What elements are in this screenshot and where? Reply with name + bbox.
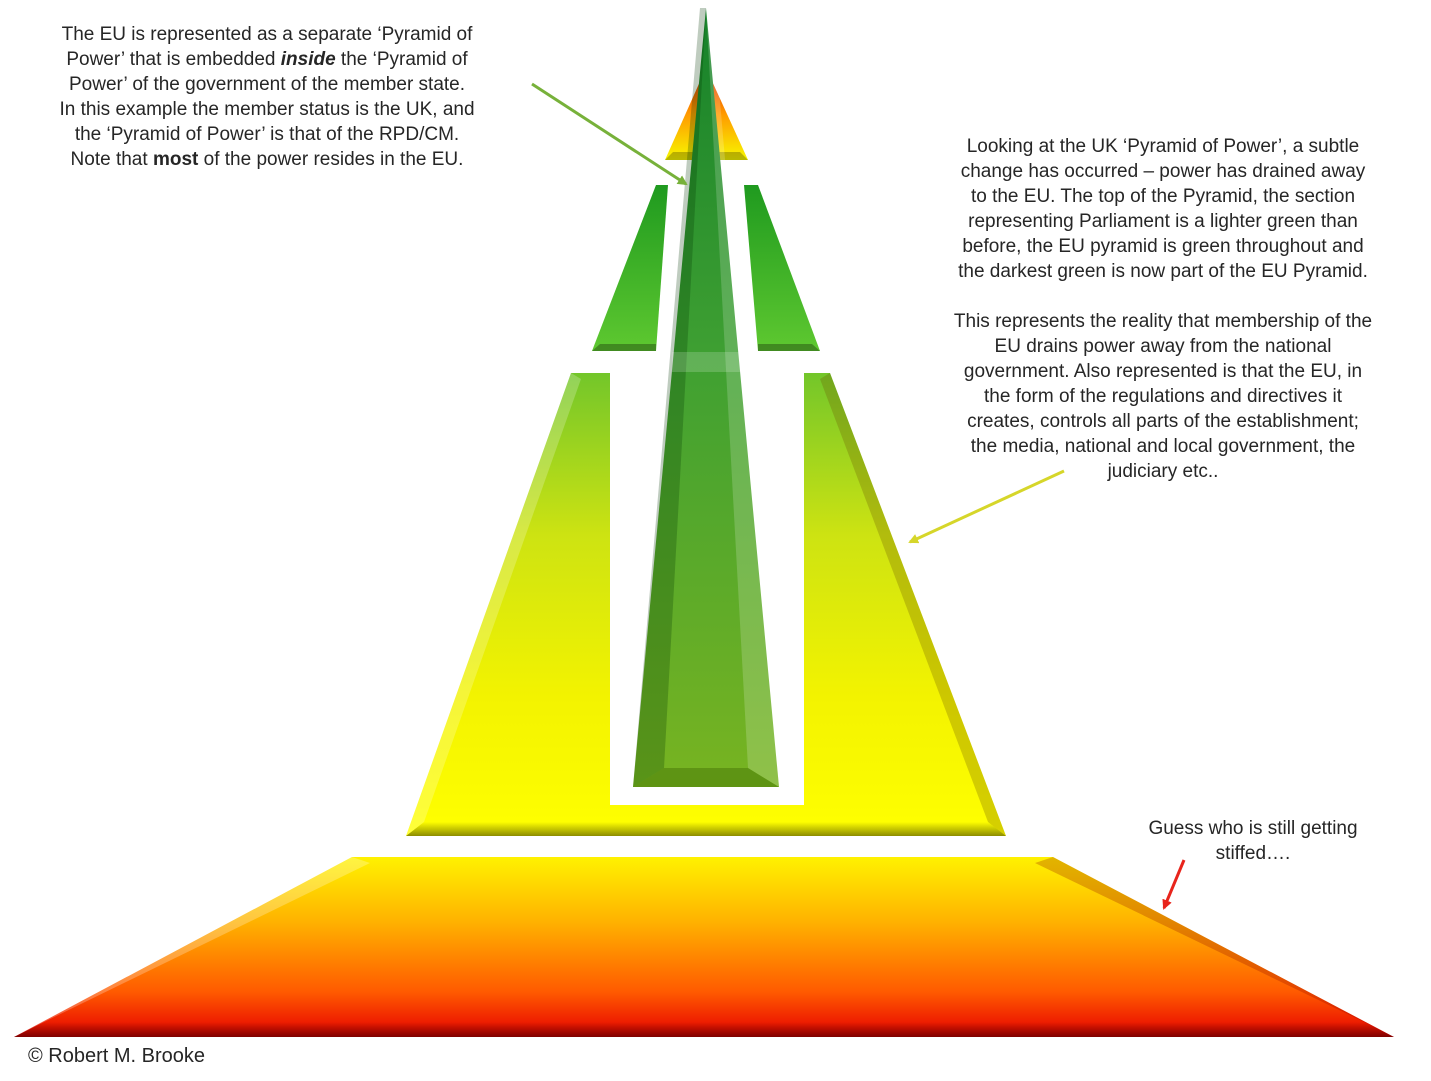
note-right-line: representing Parliament is a lighter gre… [968,211,1358,232]
note-right-line: the form of the regulations and directiv… [983,386,1343,407]
note-right-line: EU drains power away from the national [994,336,1332,357]
note-right-line: judiciary etc.. [1107,461,1219,482]
note-right-line: This represents the reality that members… [953,311,1373,332]
note-left-line: In this example the member status is the… [59,99,475,120]
note-left-line: Power’ of the government of the member s… [68,74,466,95]
note-left-line: The EU is represented as a separate ‘Pyr… [61,24,473,45]
note-bottom-line: Guess who is still getting [1148,818,1358,839]
note-right-line: the media, national and local government… [970,436,1356,457]
note-right-line: the darkest green is now part of the EU … [958,261,1368,282]
pyramid-middle-tier [406,373,1006,836]
note-right-line: creates, controls all parts of the estab… [967,411,1359,432]
eu-spire [633,8,779,787]
note-right-line: change has occurred – power has drained … [960,161,1366,182]
note-right-line: Looking at the UK ‘Pyramid of Power’, a … [966,136,1360,157]
note-left-line: Power’ that is embedded inside the ‘Pyra… [66,49,468,70]
pyramid-upper-tier [592,185,820,351]
note-right: Looking at the UK ‘Pyramid of Power’, a … [908,134,1418,484]
arrow-yellow [908,469,1065,544]
note-bottom: Guess who is still getting stiffed…. [1118,816,1388,866]
note-right-line: to the EU. The top of the Pyramid, the s… [970,186,1356,207]
note-right-line: before, the EU pyramid is green througho… [962,236,1364,257]
note-left: The EU is represented as a separate ‘Pyr… [14,22,520,172]
note-bottom-line: stiffed…. [1215,843,1291,864]
arrow-red [1162,859,1186,910]
note-left-line: the ‘Pyramid of Power’ is that of the RP… [74,124,460,145]
arrow-green [531,82,688,186]
copyright: © Robert M. Brooke [28,1045,206,1067]
note-left-line: Note that most of the power resides in t… [70,149,464,170]
pyramid-base-tier [14,857,1394,1037]
note-right-line: government. Also represented is that the… [963,361,1363,382]
